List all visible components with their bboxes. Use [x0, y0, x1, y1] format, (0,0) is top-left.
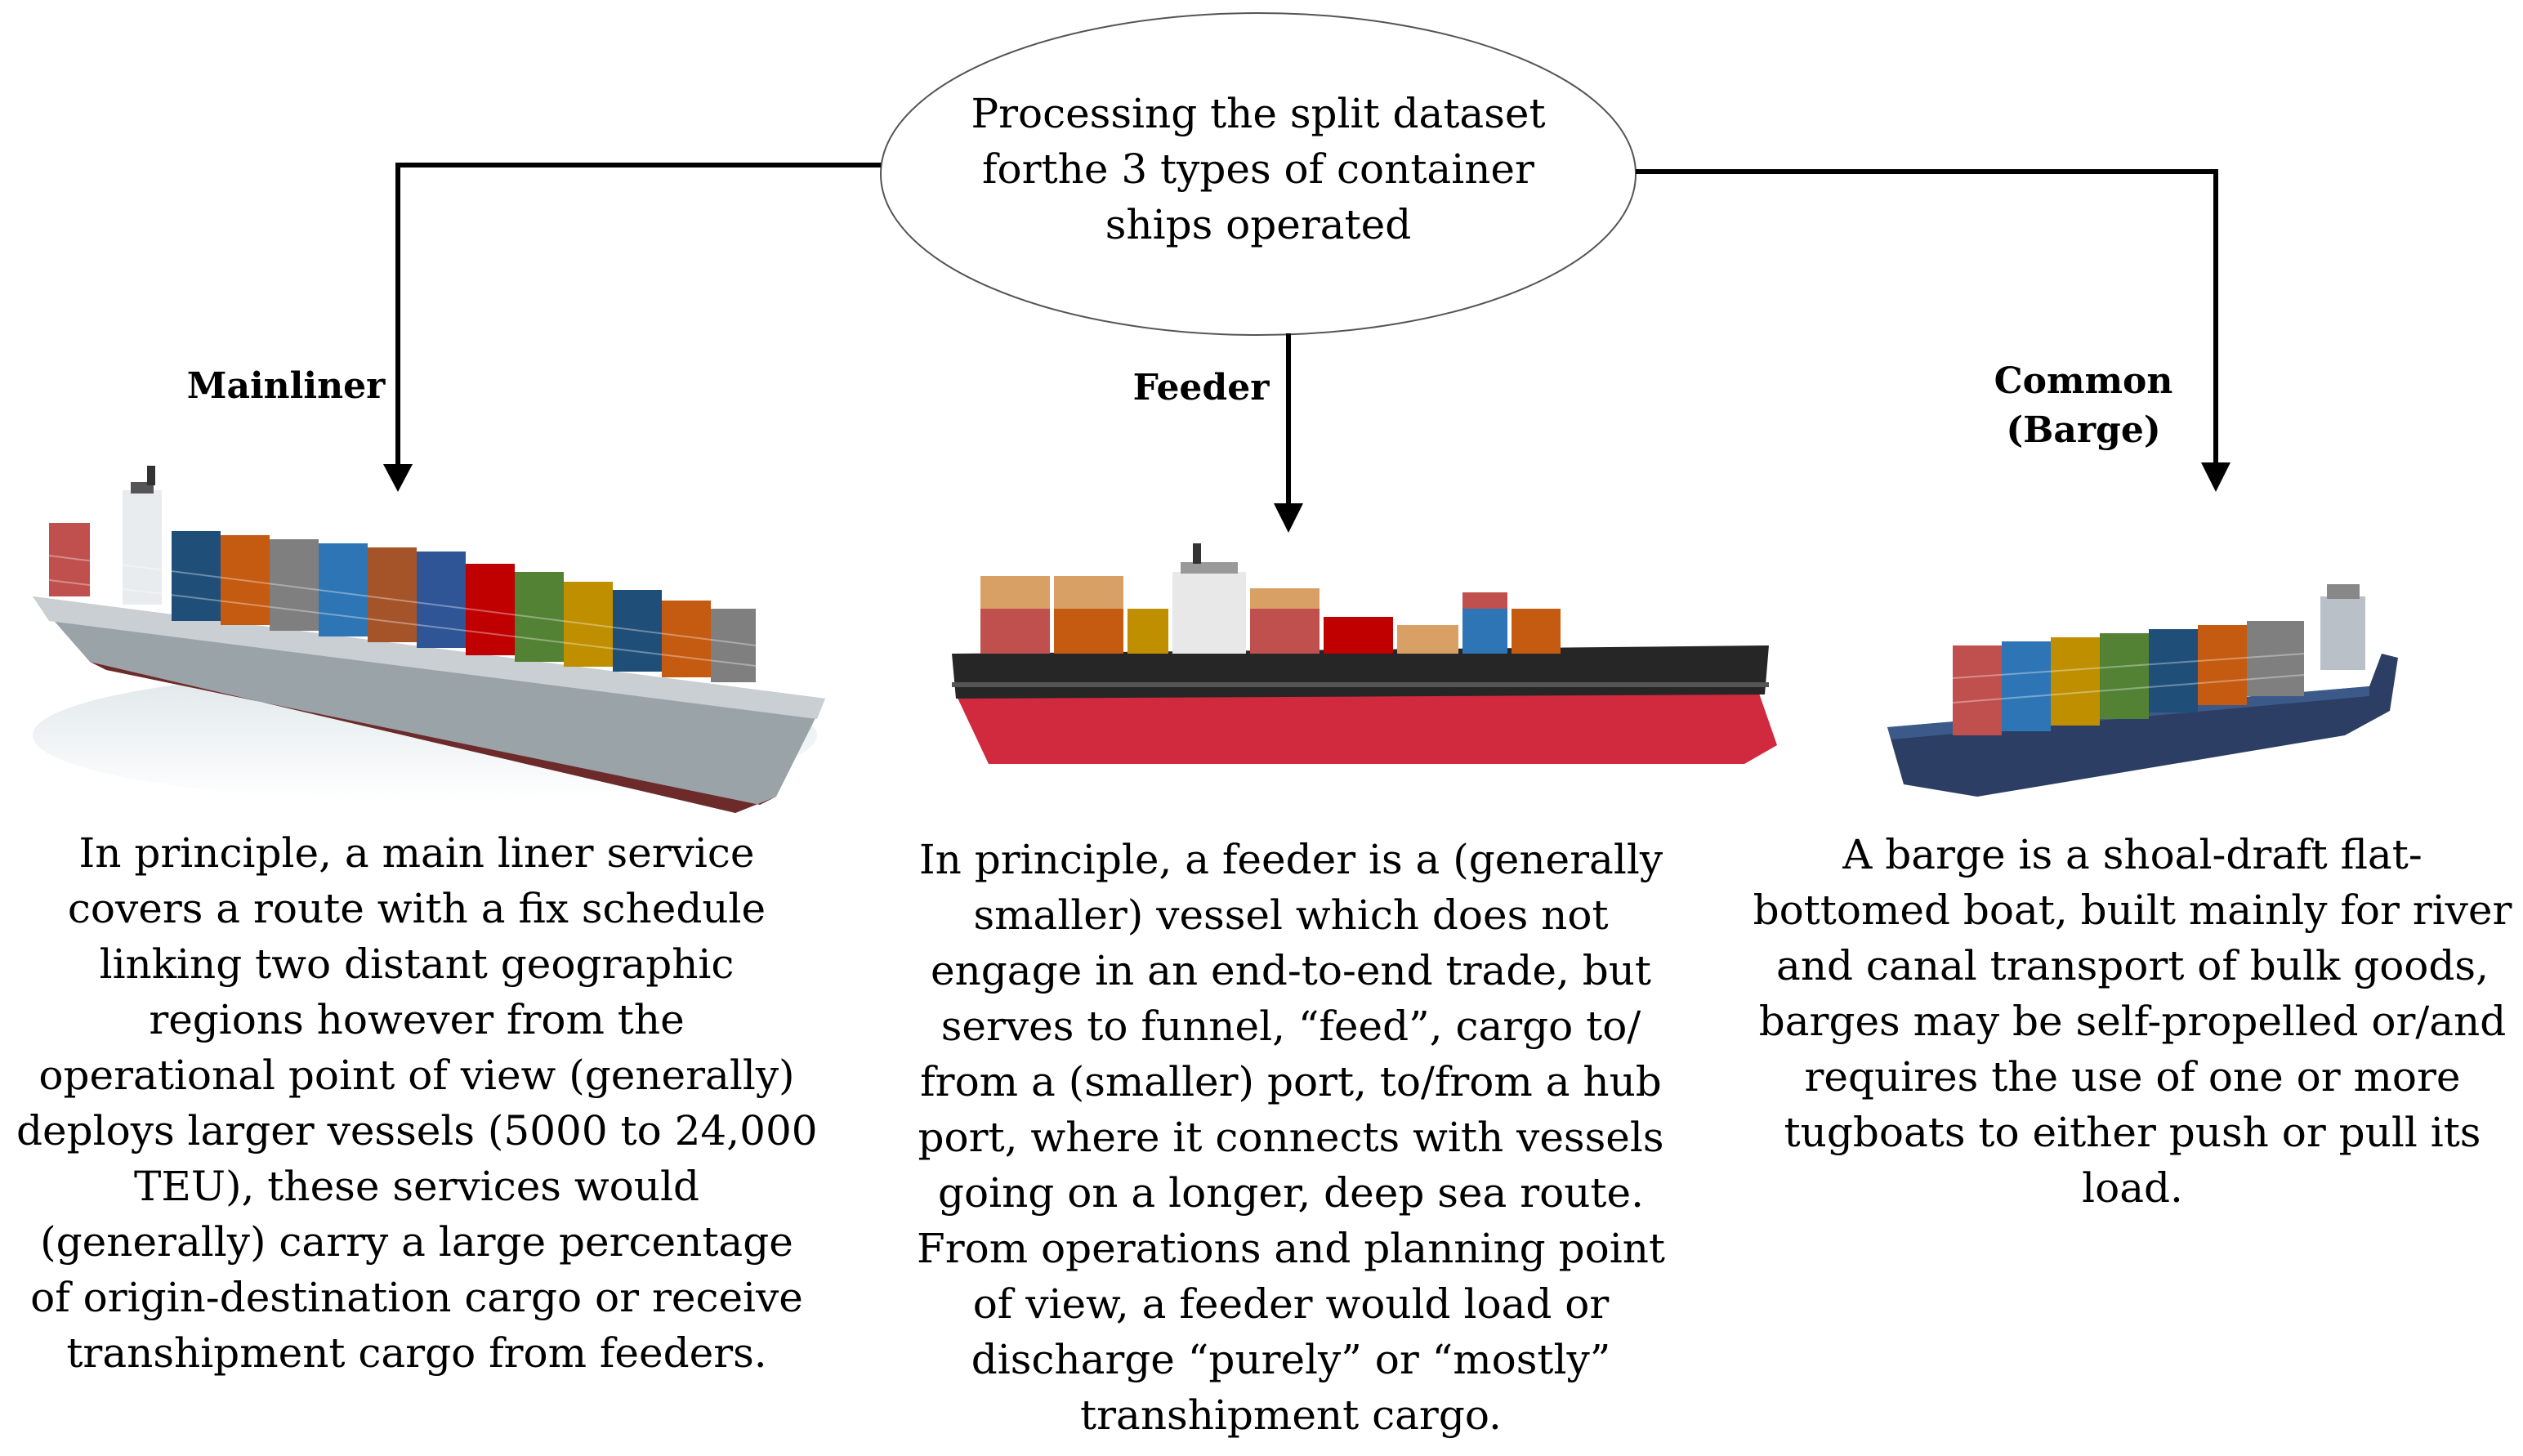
description-line: transhipment cargo. — [1080, 1391, 1502, 1439]
description-line: From operations and planning point — [917, 1225, 1665, 1272]
root-line: Processing the split dataset — [971, 90, 1546, 137]
description-line: from a (smaller) port, to/from a hub — [920, 1058, 1662, 1105]
feeder-description: In principle, a feeder is a (generally s… — [907, 832, 1675, 1443]
description-line: linking two distant geographic — [99, 940, 735, 988]
root-line: ships operated — [1105, 201, 1412, 248]
label-mainliner: Mainliner — [186, 365, 386, 407]
description-line: port, where it connects with vessels — [918, 1114, 1664, 1161]
description-line: and canal transport of bulk goods, — [1776, 942, 2489, 989]
description-line: tugboats to either push or pull its — [1784, 1109, 2481, 1156]
barge-description: A barge is a shoal-draft flat- bottomed … — [1748, 827, 2516, 1216]
arrowhead-mainliner — [383, 464, 413, 492]
label-barge: Common (Barge) — [1961, 357, 2206, 455]
description-line: requires the use of one or more — [1804, 1053, 2461, 1101]
label-feeder: Feeder — [1132, 367, 1270, 409]
arrowhead-feeder — [1274, 503, 1303, 533]
mainliner-description: In principle, a main liner service cover… — [16, 825, 818, 1381]
description-line: bottomed boat, built mainly for river — [1753, 887, 2512, 934]
description-line: In principle, a feeder is a (generally — [918, 836, 1663, 883]
connector-mainliner — [395, 163, 881, 466]
label-barge-line1: Common — [1994, 360, 2173, 402]
label-barge-line2: (Barge) — [2006, 409, 2161, 451]
description-line: TEU), these services would — [134, 1163, 699, 1210]
arrowhead-barge — [2201, 462, 2231, 492]
description-line: transhipment cargo from feeders. — [66, 1329, 767, 1377]
root-line: forthe 3 types of container — [982, 145, 1534, 193]
description-line: smaller) vessel which does not — [973, 891, 1609, 939]
root-node-text: Processing the split dataset forthe 3 ty… — [915, 86, 1601, 252]
connector-barge — [1636, 169, 2218, 464]
description-line: regions however from the — [149, 996, 685, 1043]
description-line: serves to funnel, “feed”, cargo to/ — [940, 1003, 1641, 1050]
barge-ship-image — [1887, 584, 2398, 797]
feeder-ship-image — [952, 543, 1777, 764]
description-line: discharge “purely” or “mostly” — [971, 1336, 1611, 1383]
description-line: of origin-destination cargo or receive — [30, 1274, 803, 1321]
description-line: engage in an end-to-end trade, but — [930, 947, 1652, 994]
description-line: barges may be self-propelled or/and — [1758, 998, 2507, 1045]
description-line: (generally) carry a large percentage — [40, 1218, 793, 1266]
description-line: covers a route with a fix schedule — [67, 885, 766, 932]
description-line: operational point of view (generally) — [38, 1052, 795, 1099]
description-line: deploys larger vessels (5000 to 24,000 — [16, 1107, 818, 1155]
description-line: going on a longer, deep sea route. — [937, 1169, 1644, 1217]
description-line: load. — [2082, 1164, 2183, 1212]
description-line: In principle, a main liner service — [78, 829, 755, 877]
description-line: of view, a feeder would load or — [972, 1280, 1610, 1328]
mainliner-ship-image — [33, 466, 825, 813]
description-line: A barge is a shoal-draft flat- — [1842, 831, 2423, 878]
